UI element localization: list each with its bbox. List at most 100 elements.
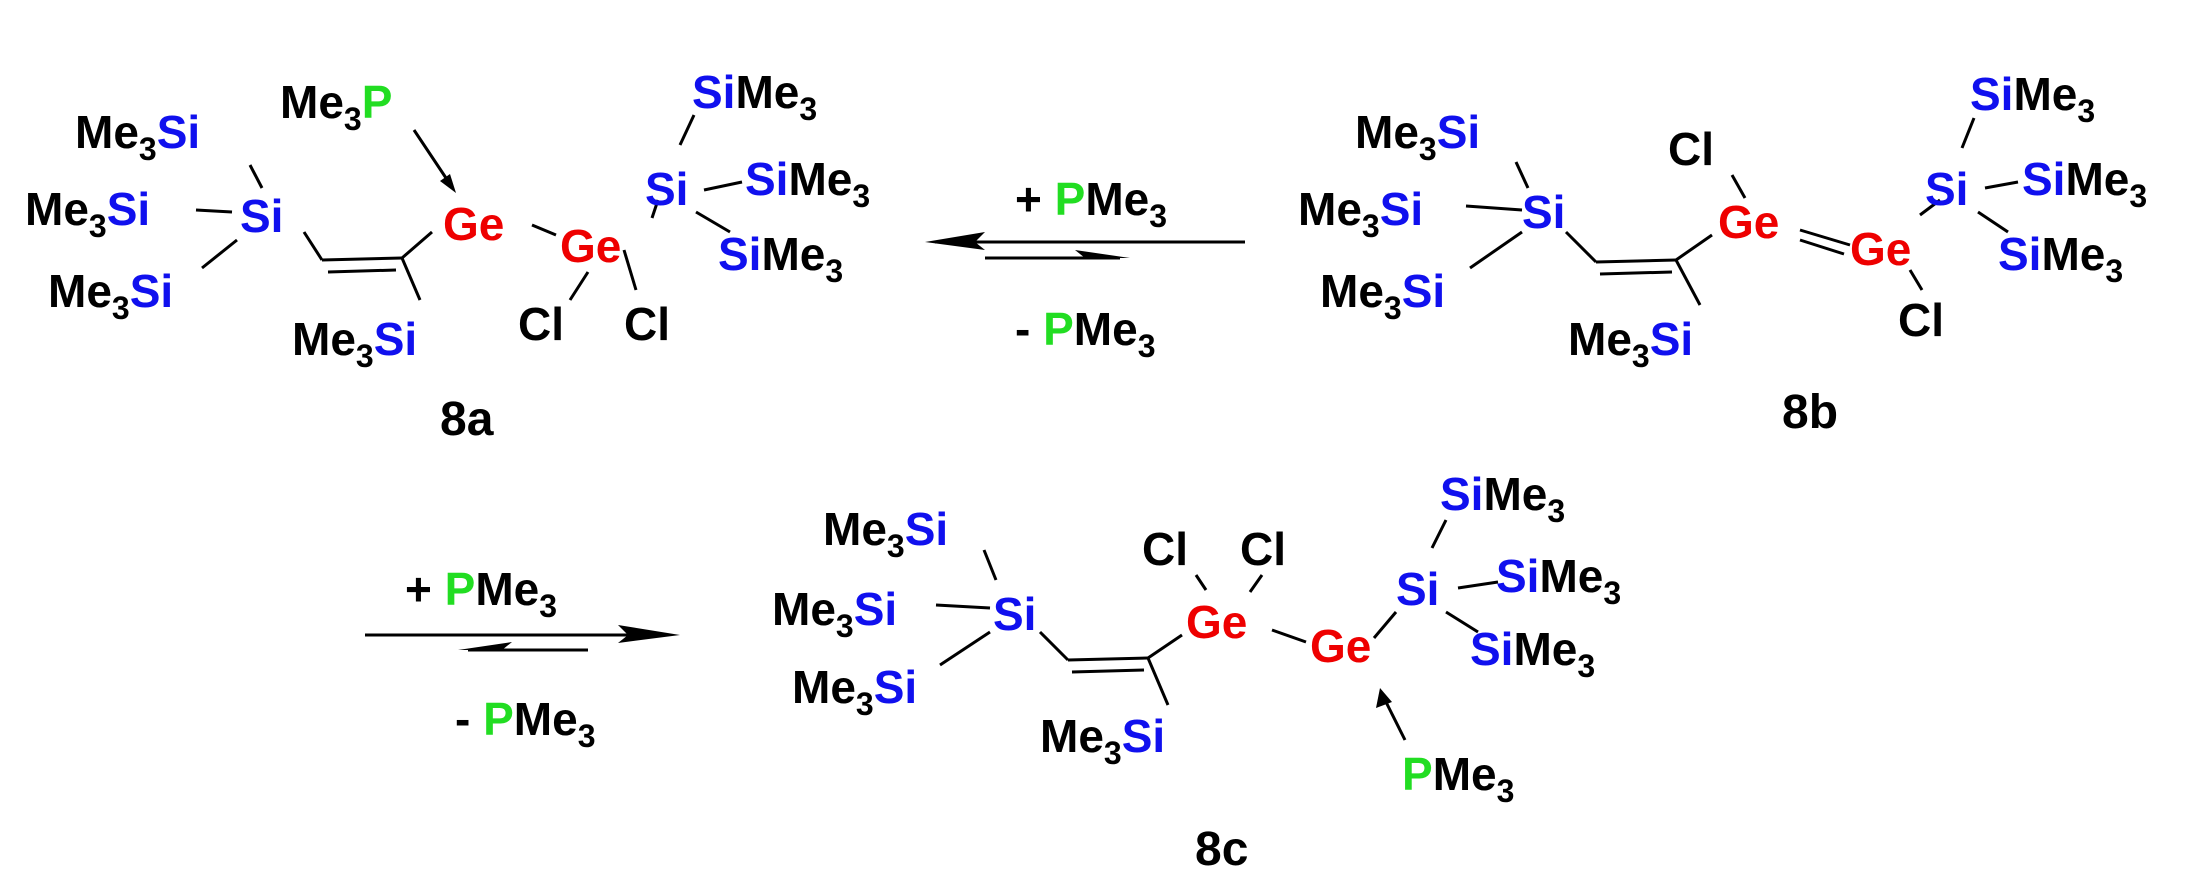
bond-line (1514, 161, 1530, 189)
bond-line (695, 210, 731, 234)
sime3-label: Me3Si (1568, 313, 1693, 374)
si-label: Si (993, 588, 1036, 640)
sime3-label: Me3Si (48, 265, 173, 326)
bond-line (1067, 656, 1149, 662)
bond-line (1564, 230, 1598, 264)
bond-line (935, 603, 991, 610)
bond-line (201, 238, 238, 270)
sime3-label: Me3Si (823, 503, 948, 564)
compound-label-8b: 8b (1782, 386, 1838, 439)
cl-label: Cl (1240, 523, 1286, 575)
bond-line (195, 208, 233, 214)
equilibrium-arrows-1: + PMe3 - PMe3 (925, 173, 1245, 364)
sime3-label: SiMe3 (1998, 228, 2123, 289)
bond-line (1960, 117, 1976, 149)
sime3-label: SiMe3 (692, 66, 817, 127)
ge-label: Ge (1850, 223, 1911, 275)
bond-line (1372, 611, 1398, 639)
sime3-label: SiMe3 (1440, 468, 1565, 529)
bond-line (1799, 238, 1845, 256)
bond-line (1675, 233, 1713, 262)
pme3-label: Me3P (280, 76, 392, 137)
sime3-label: Me3Si (292, 313, 417, 374)
forward-arrowhead (1075, 250, 1130, 258)
si-label: Si (240, 190, 283, 242)
bond-line (1984, 180, 2019, 190)
sime3-label: SiMe3 (1970, 68, 2095, 129)
cl-label: Cl (1668, 123, 1714, 175)
bond-line (302, 231, 324, 261)
bond-line (1194, 574, 1208, 591)
sime3-label: Me3Si (1320, 265, 1445, 326)
cl-label: Cl (624, 298, 670, 350)
bond-line (1248, 574, 1264, 593)
reagent-remove-pme3: - PMe3 (455, 693, 596, 754)
bond-line (1908, 269, 1924, 291)
ge-label: Ge (443, 198, 504, 250)
sime3-label: SiMe3 (1470, 623, 1595, 684)
bonds-8c (935, 519, 1499, 741)
sime3-label: SiMe3 (1496, 550, 1621, 611)
reagent-add-pme3: + PMe3 (1015, 173, 1167, 234)
bond-line (703, 180, 743, 192)
bond-line (1071, 668, 1145, 674)
sime3-label: Me3Si (1040, 710, 1165, 771)
bond-line (1799, 228, 1851, 247)
bond-line (1919, 198, 1941, 217)
bond-line (650, 199, 660, 219)
cl-label: Cl (1142, 523, 1188, 575)
bond-line (1465, 204, 1523, 212)
bond-line (982, 549, 998, 581)
bond-line (1469, 230, 1523, 270)
bond-line (622, 249, 638, 291)
bond-line (321, 256, 403, 262)
ge-label: Ge (1718, 196, 1779, 248)
bond-line (1457, 580, 1499, 590)
si-label: Si (1396, 563, 1439, 615)
arrowhead-shape (1376, 688, 1392, 708)
forward-arrowhead (618, 625, 680, 643)
compound-8a: Me3Si Me3Si Me3Si Si Me3Si Me3P Ge Ge Cl… (25, 66, 870, 446)
bond-line (1147, 633, 1183, 660)
bond-line (400, 257, 422, 301)
bond-line (401, 230, 433, 260)
bonds-8a (195, 114, 743, 301)
bond-line (327, 268, 397, 274)
bond-line (939, 630, 991, 667)
bond-line (1430, 519, 1448, 549)
reagent-remove-pme3: - PMe3 (1015, 303, 1156, 364)
bond-line (1595, 258, 1677, 264)
equilibrium-arrows-2: + PMe3 - PMe3 (365, 563, 680, 754)
bond-line (1977, 210, 2009, 234)
compound-label-8a: 8a (440, 393, 494, 446)
reagent-add-pme3: + PMe3 (405, 563, 557, 624)
sime3-label: SiMe3 (2022, 153, 2147, 214)
sime3-label: Me3Si (792, 661, 917, 722)
si-label: Si (1522, 186, 1565, 238)
bond-line (1674, 259, 1702, 306)
cl-label: Cl (1898, 294, 1944, 346)
compound-label-8c: 8c (1195, 823, 1248, 876)
bond-line (248, 164, 264, 189)
cl-label: Cl (518, 298, 564, 350)
sime3-label: Me3Si (772, 583, 897, 644)
ge-label: Ge (560, 220, 621, 272)
bond-line (568, 271, 590, 301)
bond-line (678, 114, 696, 146)
compound-8c: Me3Si Me3Si Me3Si Si Me3Si Cl Cl Ge Ge S… (772, 468, 1621, 876)
bond-line (1730, 174, 1747, 199)
compound-8b: Me3Si Me3Si Me3Si Si Me3Si Cl Ge Ge Cl S… (1298, 68, 2147, 439)
bond-line (1146, 657, 1170, 706)
bonds-8b (1465, 117, 2019, 306)
sime3-label: Me3Si (75, 106, 200, 167)
si-label: Si (645, 163, 688, 215)
sime3-label: Me3Si (1355, 106, 1480, 167)
reverse-arrowhead (458, 642, 512, 650)
bond-line (1445, 610, 1479, 634)
si-label: Si (1925, 163, 1968, 215)
arrow-line (1383, 699, 1407, 741)
pme3-label: PMe3 (1402, 748, 1514, 809)
ge-label: Ge (1186, 596, 1247, 648)
sime3-label: Me3Si (1298, 183, 1423, 244)
